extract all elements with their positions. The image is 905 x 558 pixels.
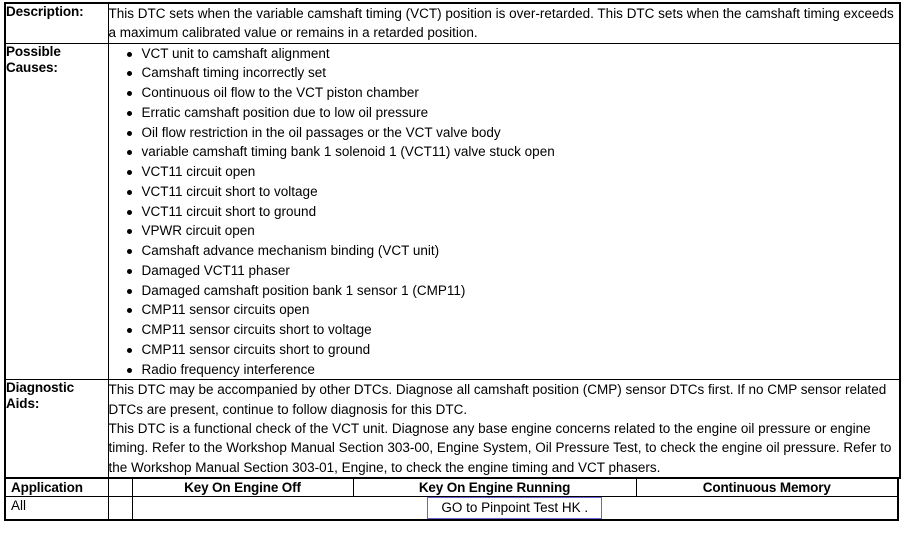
- column-header-key-on-engine-running: Key On Engine Running: [352, 477, 637, 497]
- column-header-key-on-engine-off: Key On Engine Off: [131, 477, 354, 497]
- table-row-diagnostic-aids: Diagnostic Aids: This DTC may be accompa…: [4, 379, 901, 479]
- list-item: VCT11 circuit short to ground: [109, 202, 900, 222]
- row-label-line2: Aids:: [6, 396, 40, 412]
- list-item: Erratic camshaft position due to low oil…: [109, 103, 900, 123]
- list-item: VPWR circuit open: [109, 221, 900, 241]
- cell-application-value: All: [4, 495, 109, 521]
- diagnostic-aids-paragraph-2: This DTC is a functional check of the VC…: [108, 420, 892, 475]
- table-header-row: Application Key On Engine Off Key On Eng…: [4, 477, 899, 497]
- row-label-line1: Possible: [6, 43, 61, 59]
- row-label-diagnostic-aids: Diagnostic Aids:: [4, 379, 109, 479]
- list-item: VCT11 circuit short to voltage: [109, 182, 900, 202]
- list-item: Damaged camshaft position bank 1 sensor …: [109, 281, 900, 301]
- description-paragraph: This DTC sets when the variable camshaft…: [108, 6, 894, 41]
- row-label-line1: Diagnostic: [6, 380, 75, 396]
- row-label-description: Description:: [4, 2, 109, 44]
- dtc-diagnostic-page: Description: This DTC sets when the vari…: [4, 2, 901, 555]
- row-label-line2: Causes:: [6, 59, 58, 75]
- row-body-possible-causes: VCT unit to camshaft alignment Camshaft …: [107, 42, 901, 381]
- list-item: Oil flow restriction in the oil passages…: [109, 123, 900, 143]
- row-label-possible-causes: Possible Causes:: [4, 42, 109, 381]
- row-body-diagnostic-aids: This DTC may be accompanied by other DTC…: [107, 379, 901, 479]
- list-item: CMP11 sensor circuits short to ground: [109, 340, 900, 360]
- list-item: Camshaft timing incorrectly set: [109, 63, 900, 83]
- column-header-continuous-memory: Continuous Memory: [635, 477, 899, 497]
- possible-causes-list: VCT unit to camshaft alignment Camshaft …: [109, 44, 900, 380]
- diagnostic-aids-paragraph-1: This DTC may be accompanied by other DTC…: [108, 382, 887, 417]
- list-item: VCT unit to camshaft alignment: [109, 44, 900, 64]
- list-item: CMP11 sensor circuits open: [109, 300, 900, 320]
- row-label-line1: Description:: [6, 4, 84, 19]
- column-header-spacer: [107, 477, 133, 497]
- table-row-possible-causes: Possible Causes: VCT unit to camshaft al…: [4, 42, 901, 381]
- list-item: CMP11 sensor circuits short to voltage: [109, 320, 900, 340]
- row-body-description: This DTC sets when the variable camshaft…: [107, 2, 901, 44]
- pinpoint-test-link[interactable]: GO to Pinpoint Test HK .: [427, 496, 603, 519]
- list-item: Continuous oil flow to the VCT piston ch…: [109, 83, 900, 103]
- cell-spacer: [107, 495, 133, 521]
- dtc-main-table: Description: This DTC sets when the vari…: [4, 2, 901, 479]
- list-item: VCT11 circuit open: [109, 162, 900, 182]
- list-item: Radio frequency interference: [109, 360, 900, 380]
- application-results-table: Application Key On Engine Off Key On Eng…: [4, 476, 899, 521]
- table-row: All GO to Pinpoint Test HK .: [4, 495, 899, 521]
- table-row-description: Description: This DTC sets when the vari…: [4, 2, 901, 44]
- cell-pinpoint-test-action: GO to Pinpoint Test HK .: [131, 495, 899, 521]
- list-item: Damaged VCT11 phaser: [109, 261, 900, 281]
- list-item: variable camshaft timing bank 1 solenoid…: [109, 142, 900, 162]
- list-item: Camshaft advance mechanism binding (VCT …: [109, 241, 900, 261]
- column-header-application: Application: [4, 477, 109, 497]
